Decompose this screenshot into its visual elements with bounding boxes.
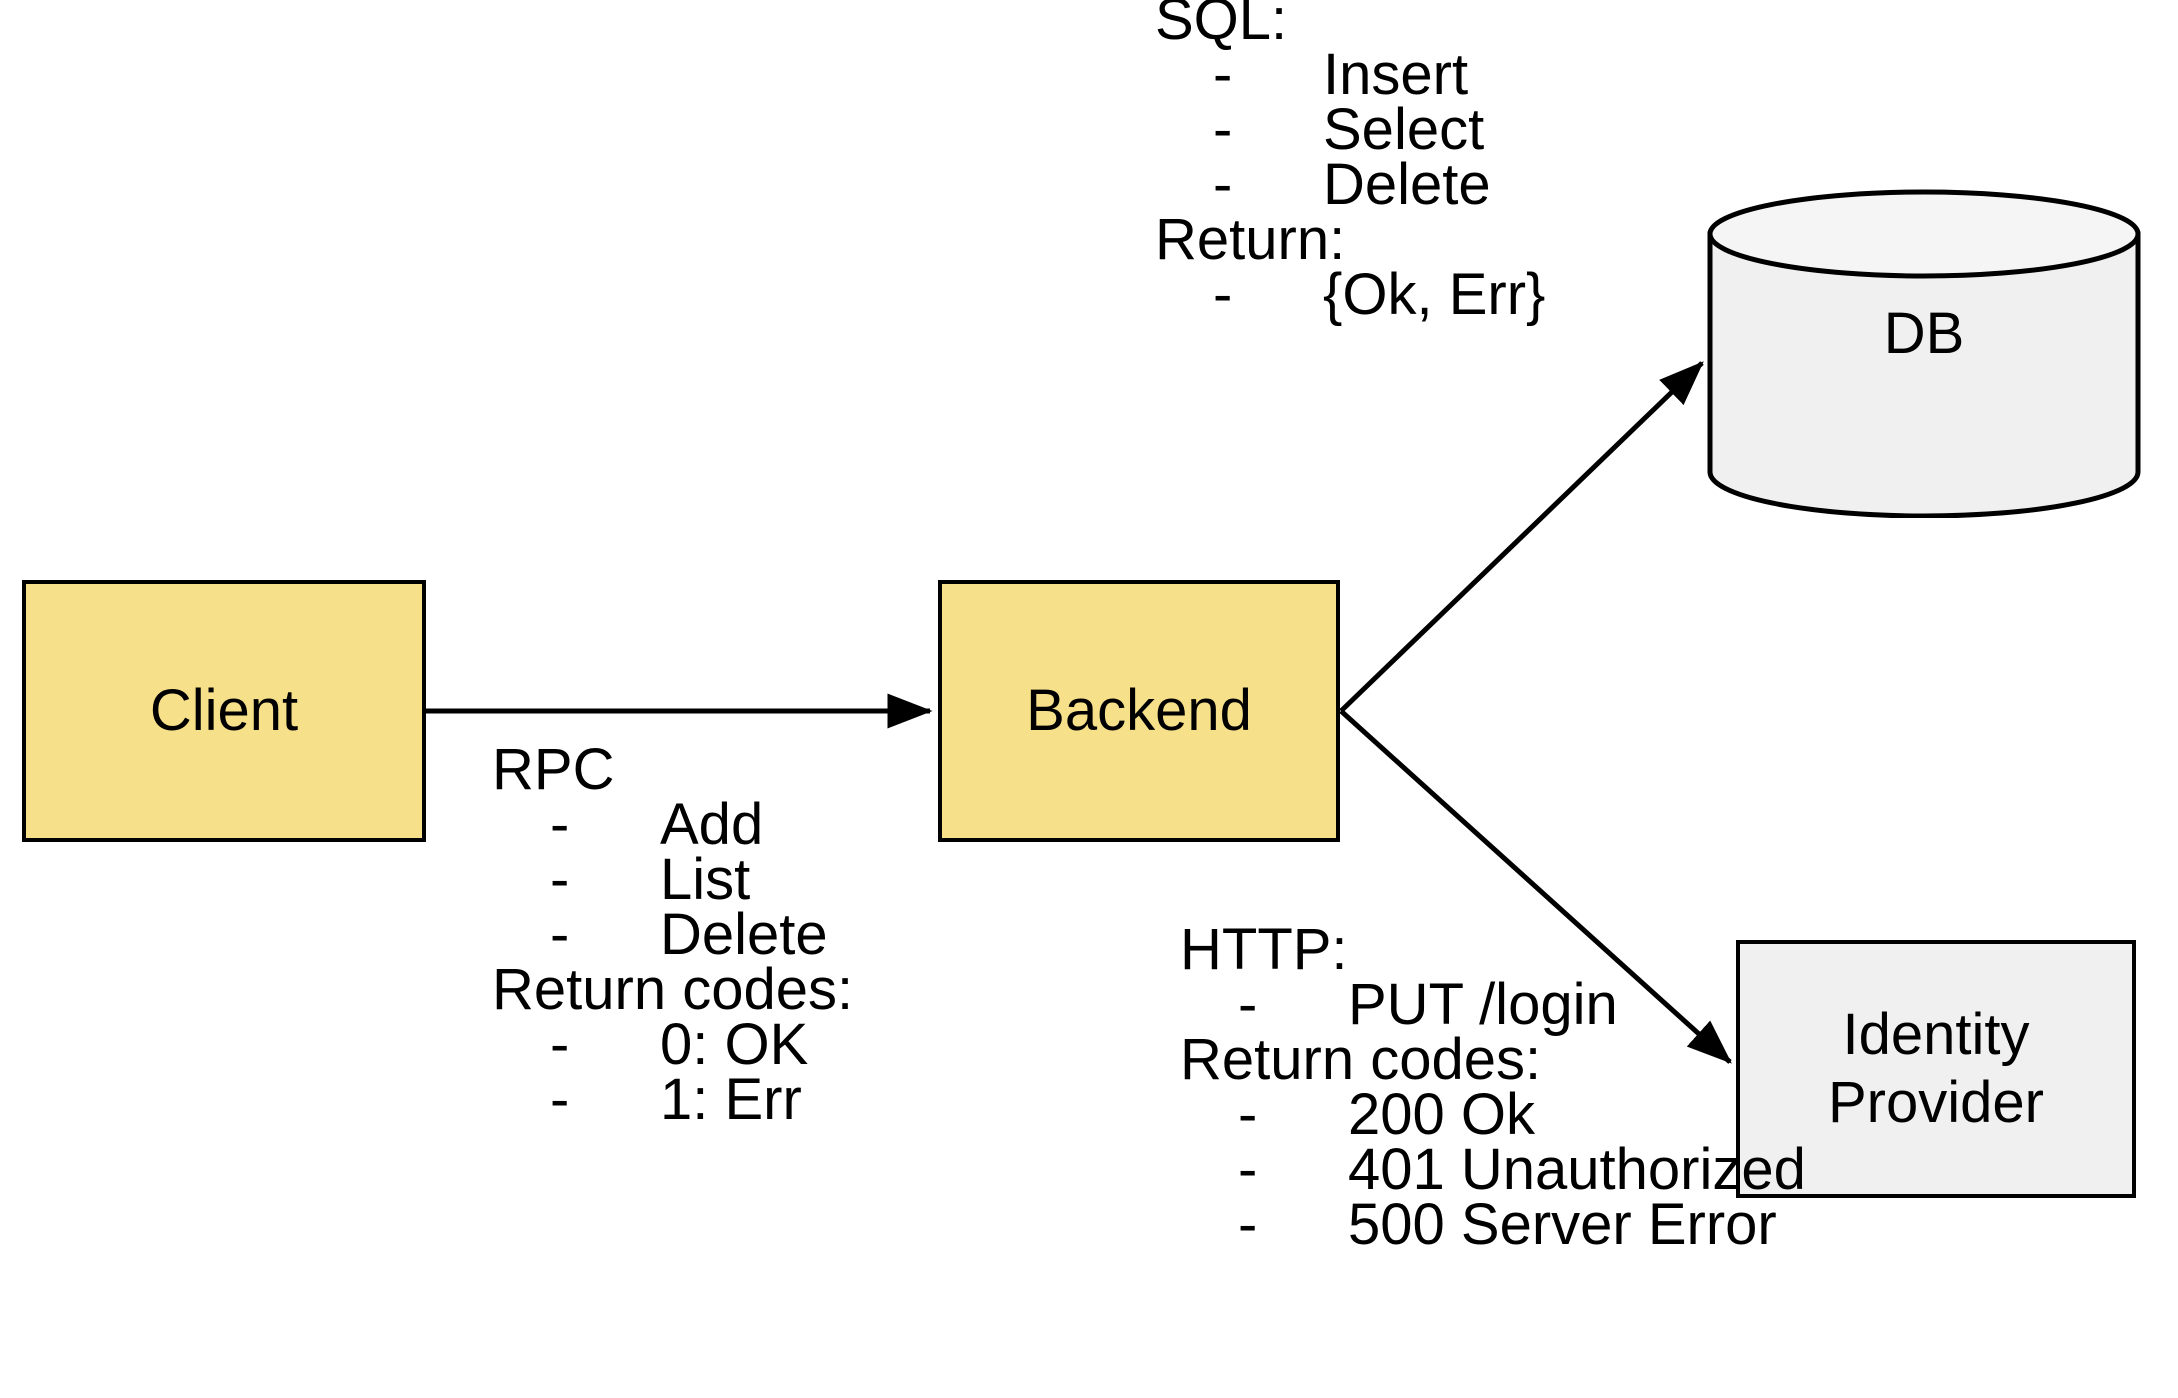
http-item-row: - PUT /login [1180,972,1806,1037]
rpc-item-row: - Add [492,792,853,857]
http-item-dash: - [1238,972,1258,1037]
rpc-return-label: 0: OK [660,1012,809,1077]
rpc-item-row: - Delete [492,902,853,967]
sql-item-label: Select [1323,97,1485,162]
sql-item-label: Delete [1323,152,1491,217]
http-return-row: - 200 Ok [1180,1082,1806,1147]
identity-provider-node[interactable]: Identity Provider [1736,940,2136,1198]
rpc-heading: RPC [492,737,615,802]
db-cylinder-shape [1707,189,2141,518]
http-return-dash: - [1238,1137,1258,1202]
rpc-return-label: 1: Err [660,1067,802,1132]
rpc-item-dash: - [550,847,570,912]
sql-return-label: {Ok, Err} [1323,262,1546,327]
sql-item-row: - Delete [1155,152,1545,217]
backend-node[interactable]: Backend [938,580,1340,842]
http-return-dash: - [1238,1082,1258,1147]
http-return-label: 500 Server Error [1348,1192,1777,1257]
http-heading: HTTP: [1180,917,1348,982]
http-item-label: PUT /login [1348,972,1618,1037]
sql-annotation-block: SQL: - Insert - Select - Delete Return: - {O… [1155,0,1545,327]
rpc-return-row: - 1: Err [492,1067,853,1132]
sql-heading: SQL: [1155,0,1288,52]
sql-return-heading: Return: [1155,207,1346,272]
http-return-label: 401 Unauthorized [1348,1137,1806,1202]
backend-node-label: Backend [1026,677,1252,743]
rpc-item-row: - List [492,847,853,912]
http-return-dash: - [1238,1192,1258,1257]
client-node-label: Client [149,677,299,743]
identity-provider-label-line-2: Provider [1828,1070,2044,1135]
rpc-item-label: Add [660,792,764,857]
sql-return-dash: - [1213,262,1233,327]
rpc-item-label: List [660,847,751,912]
http-return-heading: Return codes: [1180,1027,1542,1092]
db-node-label: DB [1883,301,1965,366]
rpc-return-heading: Return codes: [492,957,854,1022]
identity-provider-label-line-1: Identity [1842,1001,2030,1067]
sql-item-row: - Insert [1155,42,1545,107]
rpc-item-label: Delete [660,902,828,967]
sql-item-label: Insert [1323,42,1469,107]
sql-item-dash: - [1213,152,1233,217]
client-node[interactable]: Client [22,580,426,842]
rpc-return-dash: - [550,1012,570,1077]
rpc-return-dash: - [550,1067,570,1132]
sql-item-row: - Select [1155,97,1545,162]
rpc-return-row: - 0: OK [492,1012,853,1077]
http-return-row: - 500 Server Error [1180,1192,1806,1257]
identity-provider-node-label: Identity Provider [1828,1001,2044,1138]
sql-return-row: - {Ok, Err} [1155,262,1545,327]
sql-item-dash: - [1213,97,1233,162]
http-return-row: - 401 Unauthorized [1180,1137,1806,1202]
rpc-annotation-block: RPC - Add - List - Delete Return codes: - 0:… [492,737,854,1132]
sql-item-dash: - [1213,42,1233,107]
http-return-label: 200 Ok [1348,1082,1535,1147]
rpc-item-dash: - [550,792,570,857]
rpc-item-dash: - [550,902,570,967]
http-annotation-block: HTTP: -PUT /login Return codes: -200 Ok … [1180,917,1806,1257]
edge-backend-to-db [1339,361,1704,713]
